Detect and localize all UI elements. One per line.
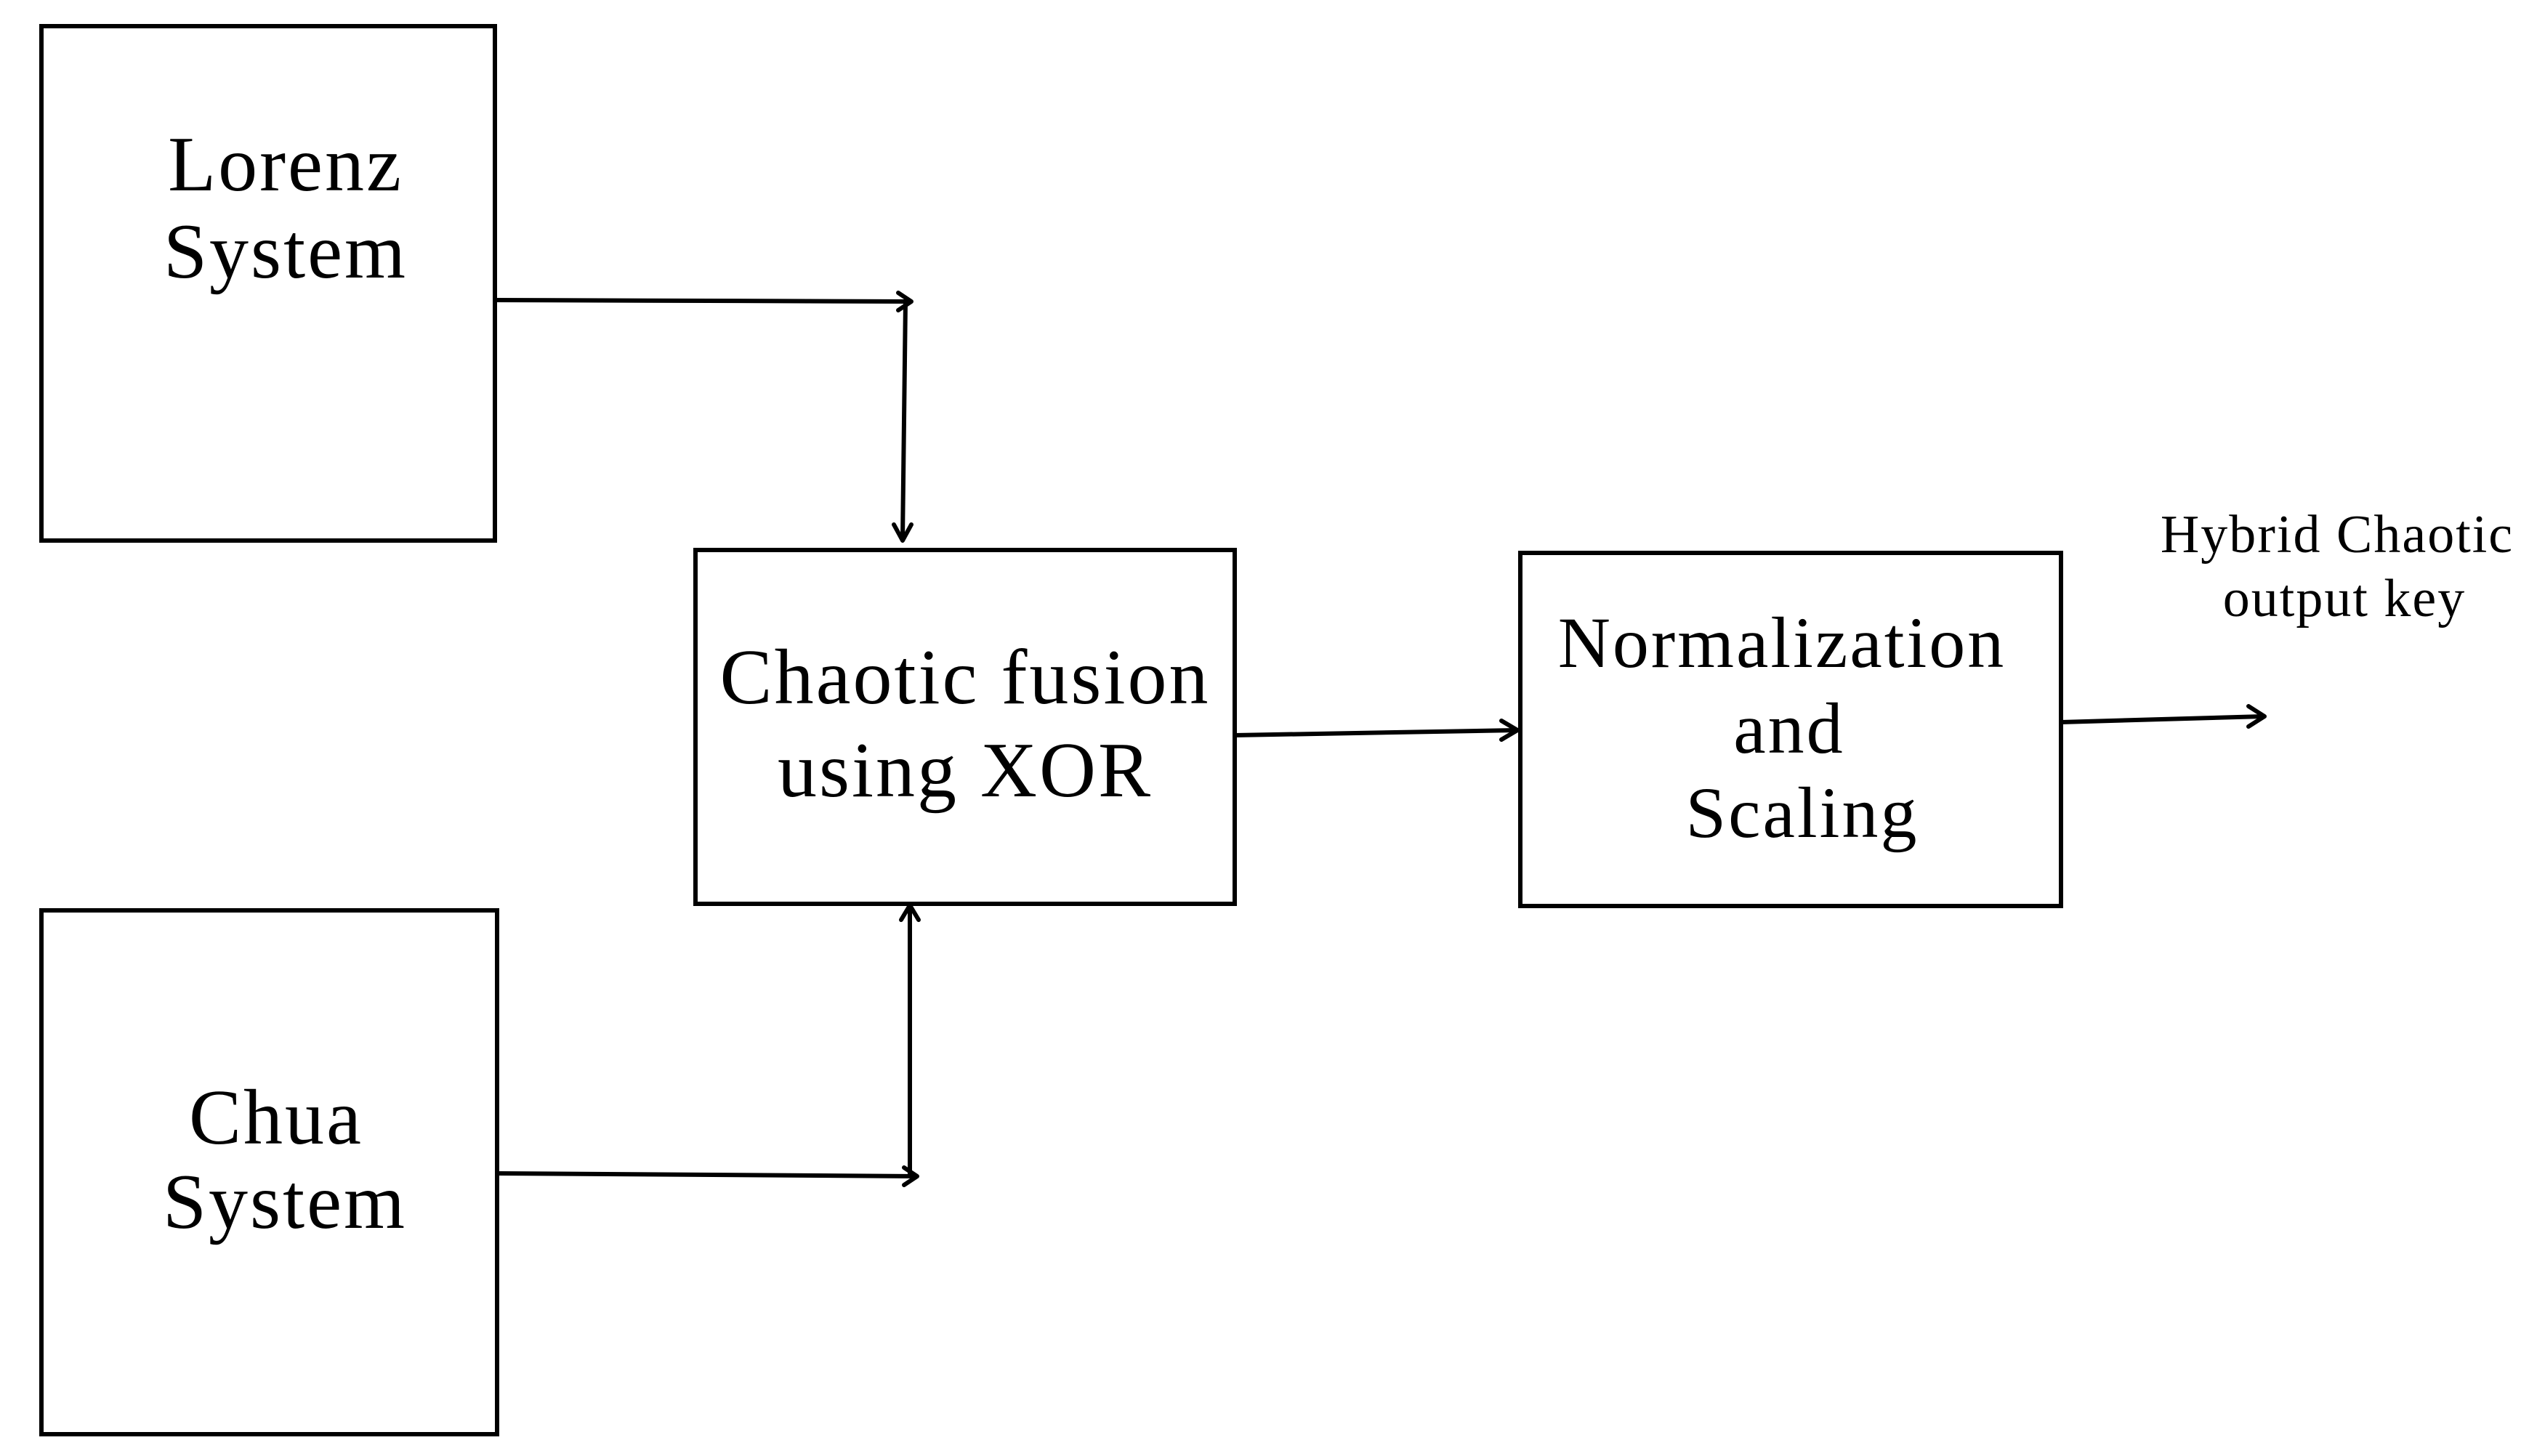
- normalization-scaling-block: Normalization and Scaling: [1518, 551, 2063, 908]
- fusion-label-line1: Chaotic fusion: [720, 634, 1211, 721]
- normalization-label-line3: Scaling: [1686, 772, 1919, 853]
- output-label-line2: output key: [2223, 569, 2466, 628]
- chua-system-block: Chua System: [39, 908, 499, 1436]
- output-label-line1: Hybrid Chaotic: [2161, 505, 2514, 565]
- normalization-label-line2: and: [1733, 688, 1844, 769]
- lorenz-to-fusion-connector: [494, 291, 913, 543]
- fusion-to-normalization-arrow: [1234, 719, 1520, 742]
- chua-label-line2: System: [163, 1159, 407, 1245]
- fusion-label-line2: using XOR: [778, 727, 1153, 814]
- normalization-label-line1: Normalization: [1558, 602, 2006, 683]
- normalization-to-output-arrow: [2060, 704, 2267, 729]
- chaotic-fusion-block: Chaotic fusion using XOR: [693, 548, 1237, 906]
- chua-to-fusion-connector: [496, 903, 921, 1187]
- lorenz-label-line2: System: [164, 209, 408, 295]
- lorenz-label-line1: Lorenz: [168, 121, 403, 208]
- output-label: Hybrid Chaotic output key: [2161, 505, 2514, 628]
- lorenz-system-block: Lorenz System: [39, 24, 497, 543]
- chua-label-line1: Chua: [189, 1075, 363, 1161]
